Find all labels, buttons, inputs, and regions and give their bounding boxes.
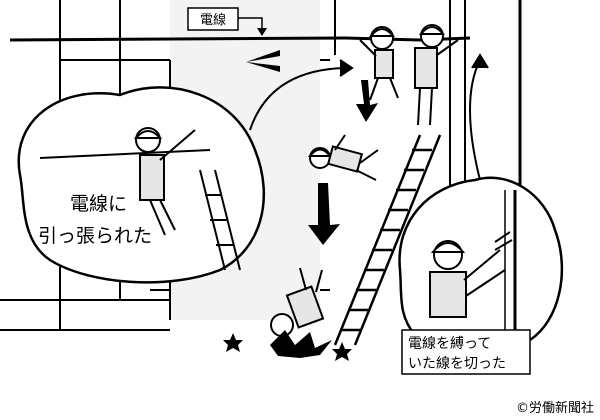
zoom-arrow-left [249,59,354,131]
bubble-pulled-line2: 引っ張られた [38,225,152,247]
worker-pulled [359,26,399,101]
worker-fallen [270,267,325,337]
bubble-pulled: 電線に 引っ張られた [17,86,266,284]
bubble-cut-line2: いた線を切った [408,356,506,372]
bubble-pulled-line1: 電線に [70,193,127,215]
wire-label: 電線 [187,7,267,36]
worker-cutting [414,24,459,126]
electric-wire [9,36,471,42]
copyright-credit: ©労働新聞社 [516,400,594,416]
worker-falling [307,134,379,181]
pliers-icon [494,231,513,251]
bubble-cut-line1: 電線を縛って [408,335,491,352]
star-icon [223,333,352,361]
bubble-cut: 電線を縛って いた線を切った [398,176,564,375]
ladder [333,134,442,346]
impact-burst [270,330,332,358]
wire-label-text: 電線 [200,12,226,28]
zoom-arrow-right [469,53,489,181]
